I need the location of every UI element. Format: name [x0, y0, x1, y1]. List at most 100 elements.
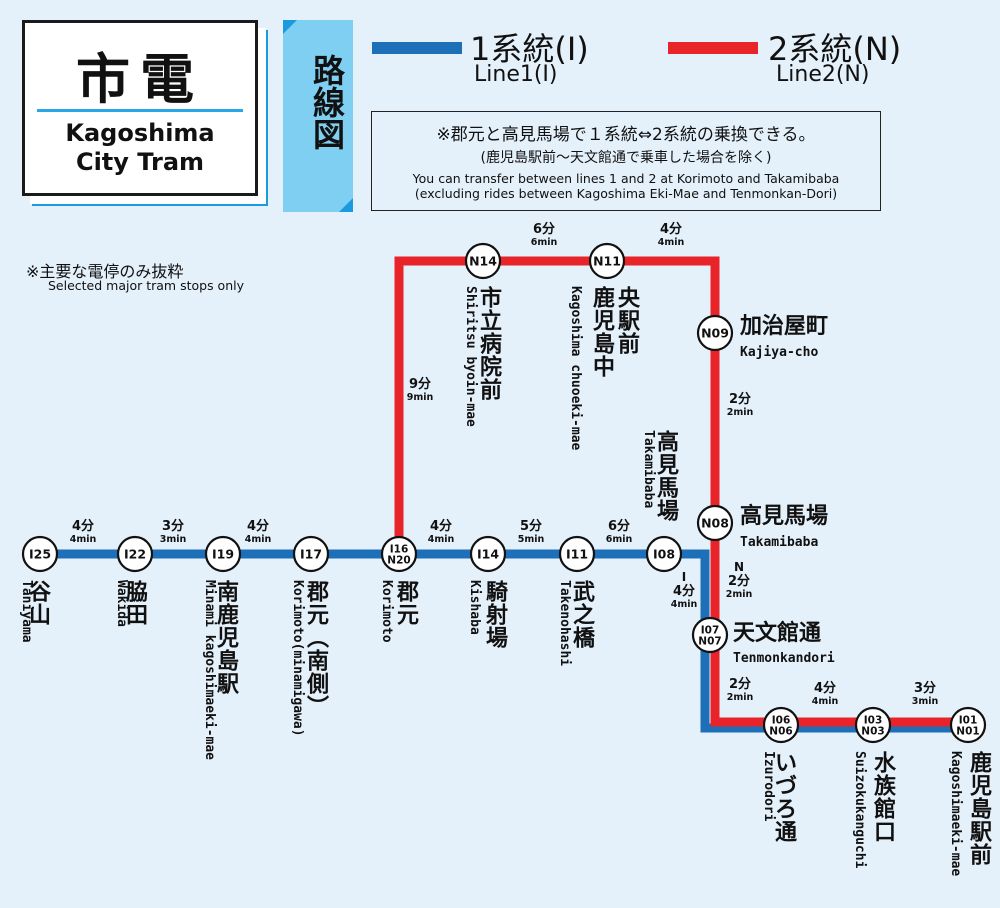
station-code: N11 — [593, 254, 621, 269]
station-code: N20 — [387, 555, 410, 567]
station-name-en: Takamibaba — [740, 535, 818, 550]
travel-time-ja: 3分 — [162, 518, 184, 534]
station-marker[interactable] — [204, 535, 242, 573]
station-name-en: Kagoshima chuoeki-mae — [568, 286, 583, 451]
station-code: I16 — [390, 544, 409, 556]
station-code: I22 — [124, 547, 146, 562]
station-marker[interactable] — [21, 535, 59, 573]
station-code: I03 — [864, 715, 883, 727]
station-code: N07 — [698, 636, 721, 648]
station-marker[interactable] — [645, 535, 683, 573]
station-name-ja: 武之橋 — [573, 580, 596, 651]
station-marker[interactable] — [558, 535, 596, 573]
station-name-en: Taniyama — [19, 580, 34, 643]
travel-time-line-prefix: N — [734, 560, 744, 574]
station-name-en: Izurodori — [761, 751, 776, 822]
travel-time-en: 4min — [70, 534, 97, 545]
travel-time-en: 3min — [912, 696, 939, 707]
station-marker[interactable] — [292, 535, 330, 573]
routes-tab: 路線図 Routes — [283, 20, 353, 212]
legend-line2-swatch — [668, 42, 758, 54]
travel-time-en: 2min — [726, 589, 753, 600]
station-marker[interactable] — [469, 535, 507, 573]
station-code: I17 — [300, 547, 322, 562]
station-marker[interactable] — [696, 504, 734, 542]
station-n11[interactable]: N11 鹿児島中央駅前 Kagoshima chuoeki-mae — [568, 242, 641, 451]
station-code: N09 — [701, 326, 729, 341]
travel-time-en: 6min — [531, 237, 558, 248]
station-code: I11 — [566, 547, 588, 562]
title-en-line1: Kagoshima — [65, 119, 215, 147]
travel-time-en: 4min — [428, 534, 455, 545]
station-code: I25 — [29, 547, 51, 562]
station-code: N03 — [861, 726, 884, 738]
station-name-en: Kagoshimaeki-mae — [948, 751, 963, 876]
title-card: 市電 Kagoshima City Tram — [22, 20, 258, 196]
station-name-ja: 騎射場 — [485, 580, 508, 651]
station-code: N06 — [769, 726, 792, 738]
travel-time-ja: 4分 — [660, 221, 682, 237]
travel-time-en: 2min — [727, 692, 754, 703]
station-name-en: Shiritsu byoin-mae — [463, 286, 478, 427]
station-name-ja: 加治屋町 — [739, 313, 828, 339]
station-marker[interactable] — [588, 242, 626, 280]
transfer-note: ※郡元と高見馬場で１系統⇔2系統の乗換できる。 (鹿児島駅前〜天文館通で乗車した… — [371, 111, 881, 211]
station-marker[interactable] — [762, 706, 800, 744]
station-marker[interactable] — [949, 706, 987, 744]
station-marker[interactable] — [116, 535, 154, 573]
station-name-ja: 郡元︵南側︶ — [306, 580, 329, 720]
note-en-2: (excluding rides between Kagoshima Eki-M… — [414, 186, 838, 201]
station-name-ja: 谷山 — [29, 580, 52, 628]
station-marker[interactable] — [380, 535, 418, 573]
title-en: Kagoshima City Tram — [25, 119, 255, 177]
station-code: I08 — [653, 547, 675, 562]
station-marker[interactable] — [691, 616, 729, 654]
note-en-1: You can transfer between lines 1 and 2 a… — [412, 171, 840, 186]
station-marker[interactable] — [854, 706, 892, 744]
travel-time-ja: 9分 — [409, 376, 431, 392]
title-divider — [37, 109, 243, 112]
travel-time-en: 9min — [407, 392, 434, 403]
station-code: I01 — [959, 715, 978, 727]
note-ja: ※郡元と高見馬場で１系統⇔2系統の乗換できる。 — [436, 125, 816, 145]
station-name-ja: 鹿児島中央駅前 — [592, 285, 641, 380]
station-marker[interactable] — [696, 314, 734, 352]
station-name-ja: 市立病院前 — [480, 285, 502, 403]
travel-time-en: 3min — [160, 534, 187, 545]
station-name-ja: 脇田 — [126, 579, 148, 628]
station-name-en: Minami kagoshimaeki-mae — [202, 580, 217, 760]
legend-line1-en: Line1(Ⅰ) — [474, 62, 558, 87]
station-marker[interactable] — [464, 242, 502, 280]
station-name-en: Korimoto(minamigawa) — [290, 580, 305, 737]
station-code: I14 — [477, 547, 499, 562]
corner-marker-icon — [339, 198, 353, 212]
station-i17[interactable]: I17 郡元︵南側︶Korimoto(minamigawa) — [290, 535, 330, 737]
selected-note-en: Selected major tram stops only — [48, 278, 245, 293]
title-en-line2: City Tram — [75, 148, 205, 176]
